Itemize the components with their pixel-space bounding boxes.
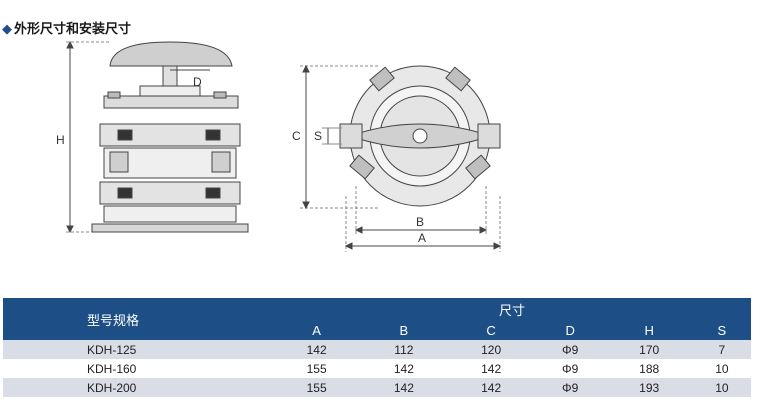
cell-h: 170 — [605, 340, 693, 359]
cell-b: 112 — [360, 340, 448, 359]
cell-a: 155 — [273, 359, 361, 378]
table-header-row-2: A B C D H S — [3, 320, 751, 340]
table-row: KDH-125 142 112 120 Φ9 170 7 — [3, 340, 751, 359]
dim-label-a: A — [418, 231, 426, 245]
cell-s: 7 — [692, 340, 751, 359]
diamond-bullet-icon: ◆ — [2, 22, 12, 37]
model-cell: KDH-160 — [3, 359, 273, 378]
model-cell: KDH-200 — [3, 378, 273, 397]
base-plate — [91, 223, 249, 233]
table-row: KDH-160 155 142 142 Φ9 188 10 — [3, 359, 751, 378]
col-header-c: C — [447, 320, 535, 340]
dim-label-d: D — [193, 75, 202, 89]
col-header-b: B — [360, 320, 448, 340]
cell-h: 193 — [605, 378, 693, 397]
deck-4 — [103, 205, 237, 223]
deck-3 — [99, 181, 241, 205]
dim-label-b: B — [416, 215, 424, 229]
dim-label-c: C — [292, 129, 301, 143]
cell-d: Φ9 — [534, 378, 606, 397]
spec-table: 型号规格 尺寸 A B C D H S KDH-125 142 112 120 … — [3, 298, 751, 397]
top-view — [300, 64, 502, 252]
model-cell: KDH-125 — [3, 340, 273, 359]
cell-c: 120 — [447, 340, 535, 359]
table-header-row-1: 型号规格 尺寸 — [3, 298, 751, 340]
cell-a: 155 — [273, 378, 361, 397]
side-view — [66, 40, 249, 234]
deck-1 — [99, 123, 241, 147]
dim-label-h: H — [56, 133, 65, 147]
cell-c: 142 — [447, 359, 535, 378]
cell-s: 10 — [692, 359, 751, 378]
col-header-h: H — [605, 320, 693, 340]
cell-s: 10 — [692, 378, 751, 397]
shaft — [162, 65, 178, 87]
cell-b: 142 — [360, 359, 448, 378]
handle-knob — [109, 41, 233, 67]
col-header-s: S — [692, 320, 751, 340]
dim-label-s: S — [314, 129, 322, 143]
cell-d: Φ9 — [534, 340, 606, 359]
cell-h: 188 — [605, 359, 693, 378]
col-header-a: A — [273, 320, 361, 340]
size-header: 尺寸 — [273, 298, 751, 320]
cell-c: 142 — [447, 378, 535, 397]
table-row: KDH-200 155 142 142 Φ9 193 10 — [3, 378, 751, 397]
model-header: 型号规格 — [3, 298, 273, 340]
section-title: ◆外形尺寸和安装尺寸 — [2, 18, 131, 37]
cell-b: 142 — [360, 378, 448, 397]
col-header-d: D — [534, 320, 606, 340]
section-title-text: 外形尺寸和安装尺寸 — [14, 22, 132, 37]
cell-a: 142 — [273, 340, 361, 359]
technical-drawing: D H C S B A — [56, 40, 502, 252]
cell-d: Φ9 — [534, 359, 606, 378]
